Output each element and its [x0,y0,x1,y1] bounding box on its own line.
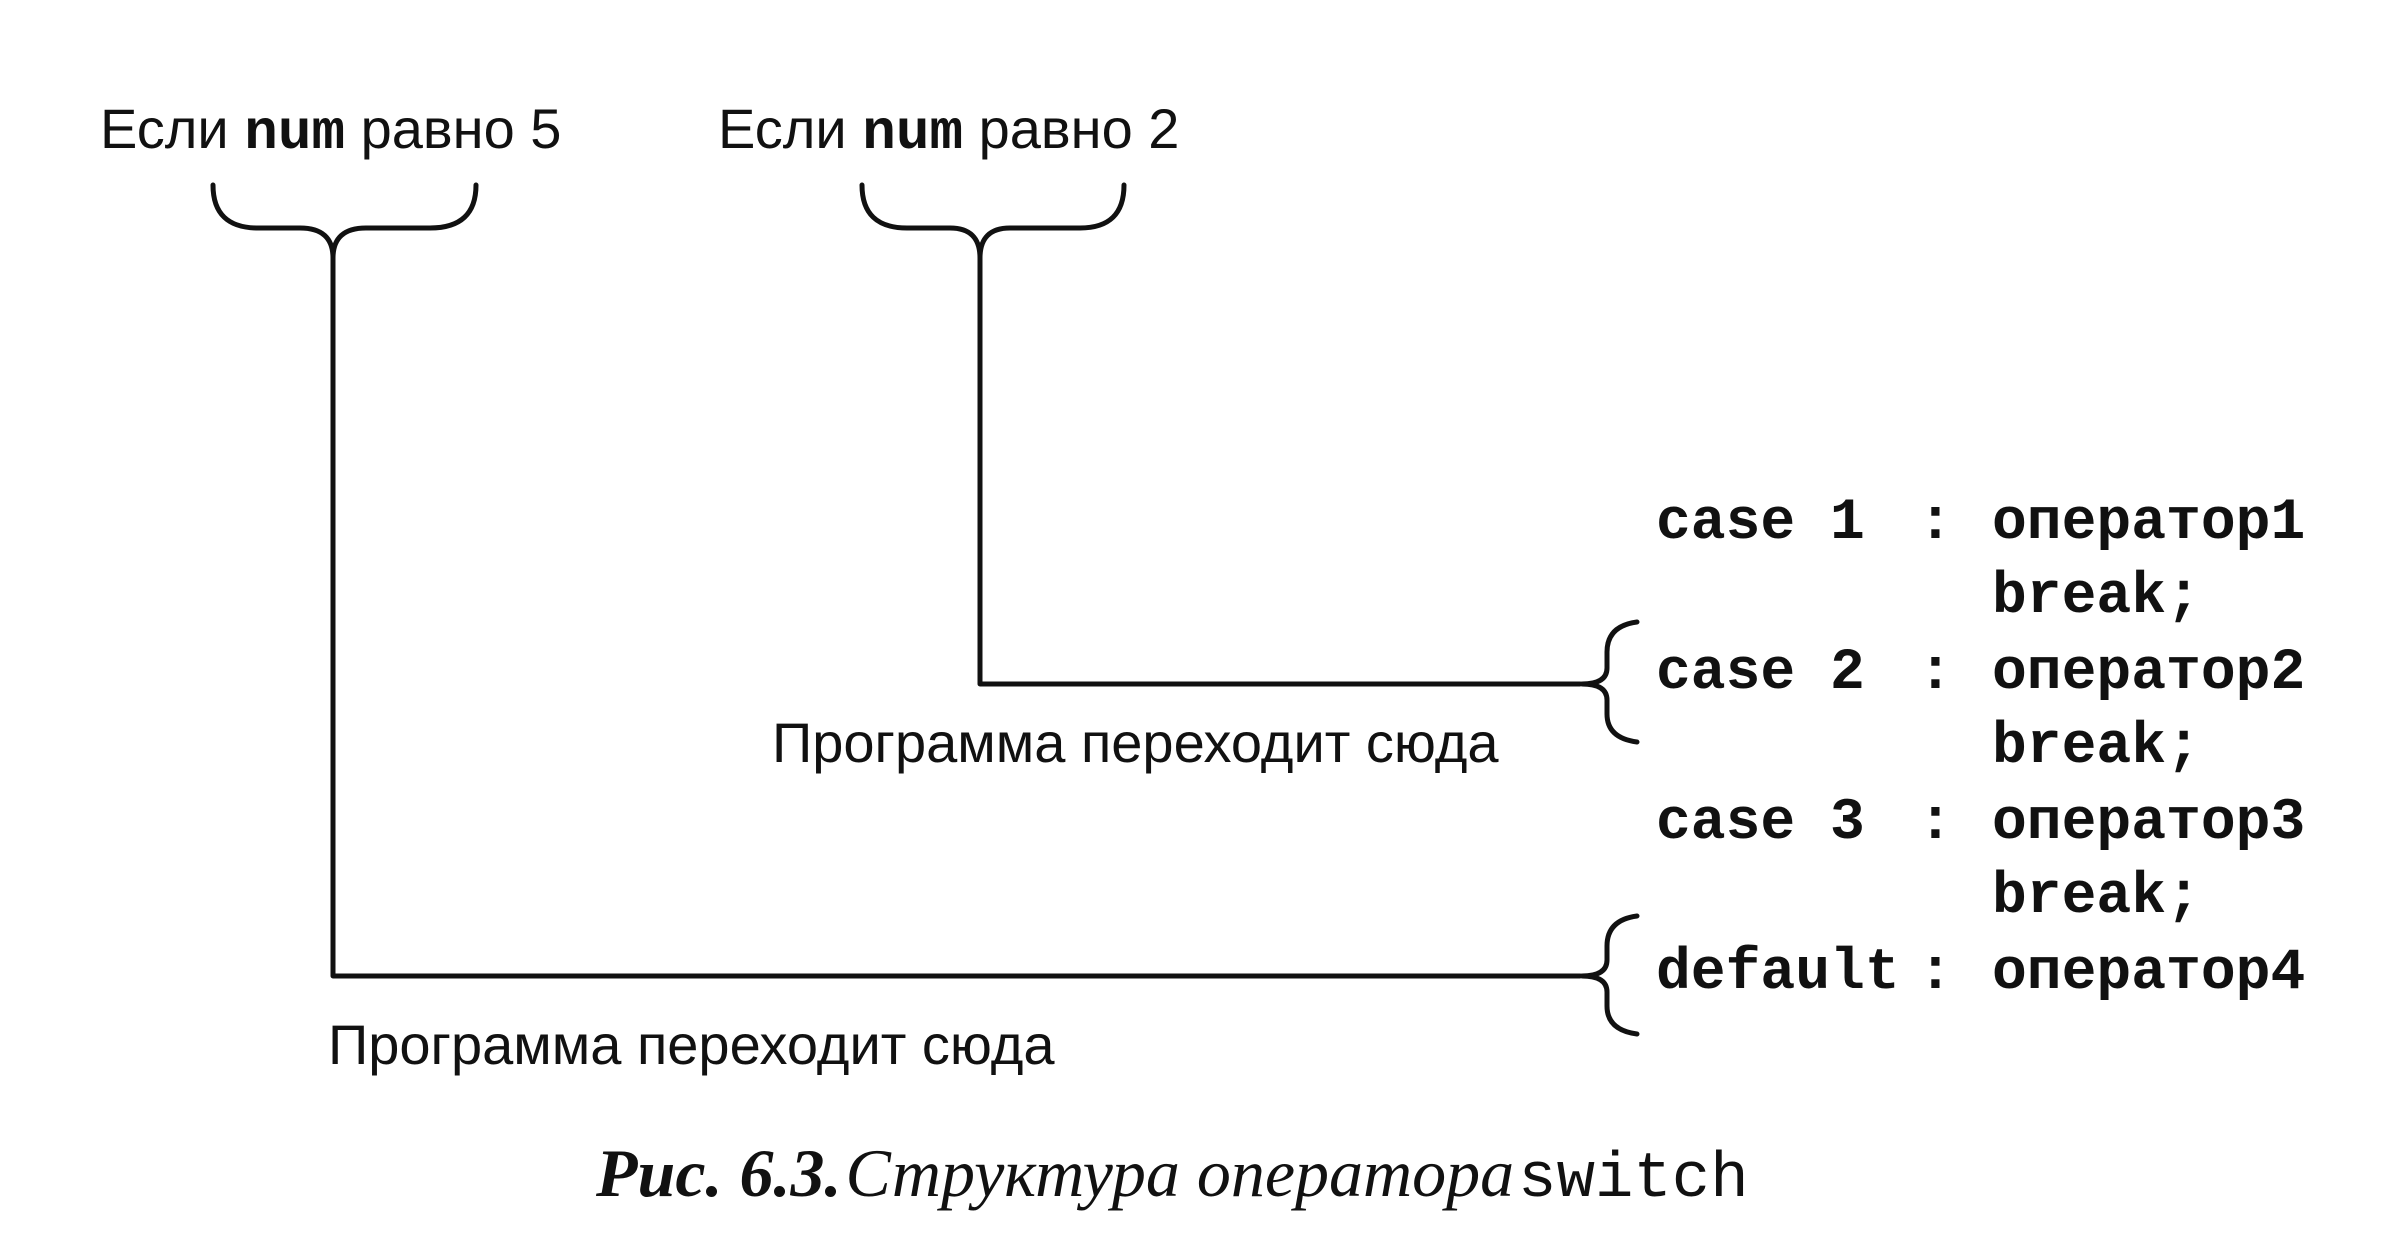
code-case-head: case 3 [1656,791,1865,856]
default-curly-brace [1579,913,1640,1037]
case-2-curly-brace [1579,619,1640,745]
caption-keyword: switch [1518,1144,1748,1216]
code-break: break; [1992,565,2201,630]
code-colon: : [1918,641,1953,706]
condition-2-brace [859,182,1127,261]
condition-label-num-5: Если num равно 5 [100,97,561,165]
condition-5-brace [210,182,479,261]
code-statement: оператор3 [1992,791,2305,856]
caption-number: Рис. 6.3. [595,1135,842,1211]
code-break: break; [1992,715,2201,780]
code-colon: : [1918,941,1953,1006]
condition-suffix: равно 5 [361,97,562,160]
code-case-head: case 2 [1656,641,1865,706]
connector-to-case-2 [977,255,1583,687]
code-default-head: default [1656,941,1900,1006]
condition-prefix: Если [100,97,229,160]
condition-variable: num [862,101,963,165]
target-label-default: Программа переходит сюда [328,1013,1055,1076]
target-label-case-2: Программа переходит сюда [772,711,1499,774]
code-case-head: case 1 [1656,491,1865,556]
caption-text: Структура оператора [846,1135,1515,1211]
code-colon: : [1918,491,1953,556]
code-statement: оператор4 [1992,941,2305,1006]
switch-code-block: case 1 : оператор1 break; case 2 : опера… [1656,491,2305,1006]
code-statement: оператор2 [1992,641,2305,706]
figure-caption: Рис. 6.3. Структура оператора switch [595,1135,1749,1216]
connector-to-default [330,255,1583,979]
condition-label-num-2: Если num равно 2 [718,97,1179,165]
code-statement: оператор1 [1992,491,2305,556]
condition-prefix: Если [718,97,847,160]
condition-suffix: равно 2 [979,97,1180,160]
condition-variable: num [244,101,345,165]
code-colon: : [1918,791,1953,856]
code-break: break; [1992,865,2201,930]
